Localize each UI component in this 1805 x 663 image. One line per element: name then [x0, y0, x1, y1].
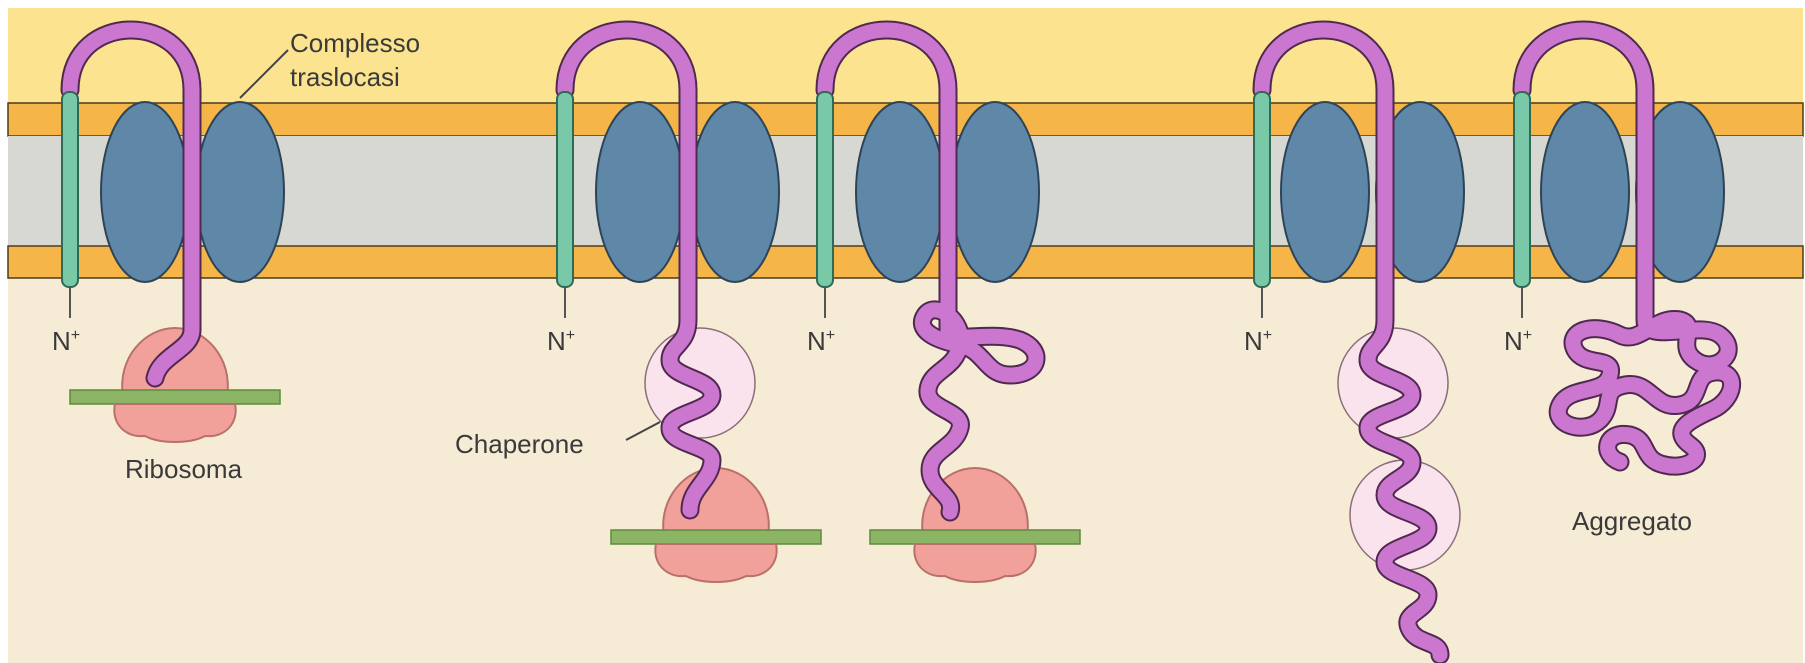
translocase-label-line-2: traslocasi — [290, 62, 400, 92]
signal-anchor-sequence — [62, 92, 78, 287]
aggregate-label: Aggregato — [1572, 506, 1692, 536]
matrix-space — [8, 270, 1803, 663]
signal-anchor-sequence — [817, 92, 833, 287]
chaperone-label: Chaperone — [455, 429, 584, 459]
signal-anchor-sequence — [1254, 92, 1270, 287]
signal-anchor-sequence — [557, 92, 573, 287]
translocase-label-line-1: Complesso — [290, 28, 420, 58]
signal-anchor-sequence — [1514, 92, 1530, 287]
ribosome-label: Ribosoma — [125, 454, 243, 484]
